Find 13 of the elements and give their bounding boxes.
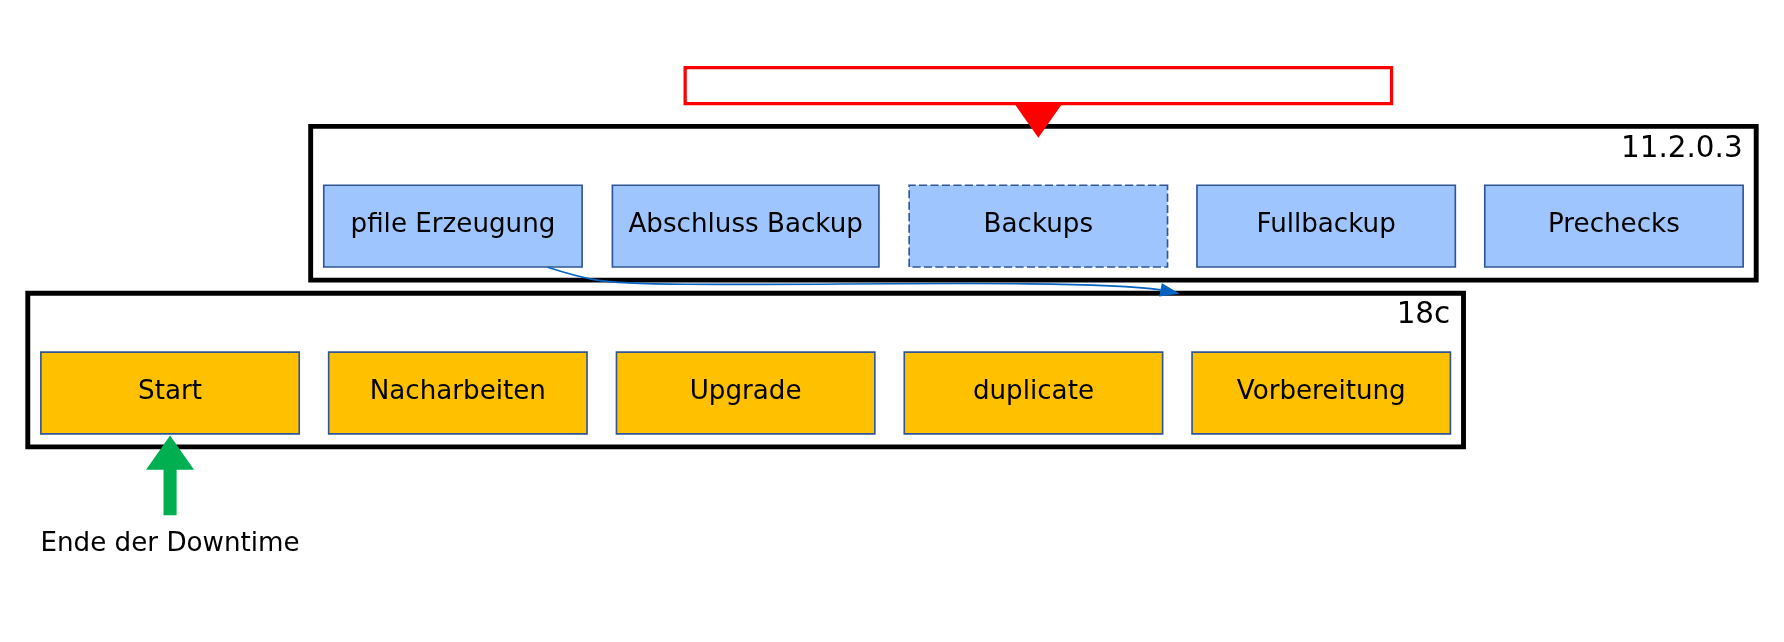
arrow: [146, 435, 195, 516]
node-box: Upgrade: [615, 351, 876, 435]
node-box: Abschluss Backup: [611, 184, 880, 268]
node-box: pfile Erzeugung: [322, 184, 583, 268]
node-text: Ende der Downtime: [40, 527, 300, 558]
node-box: Nacharbeiten: [327, 351, 588, 435]
node-box: duplicate: [903, 351, 1164, 435]
node-box: [683, 65, 1394, 106]
node-box: Start: [40, 351, 301, 435]
node-box: Fullbackup: [1196, 184, 1457, 268]
node-box: Prechecks: [1483, 184, 1744, 268]
node-box: Backups: [908, 184, 1169, 268]
node-box: Vorbereitung: [1191, 351, 1452, 435]
